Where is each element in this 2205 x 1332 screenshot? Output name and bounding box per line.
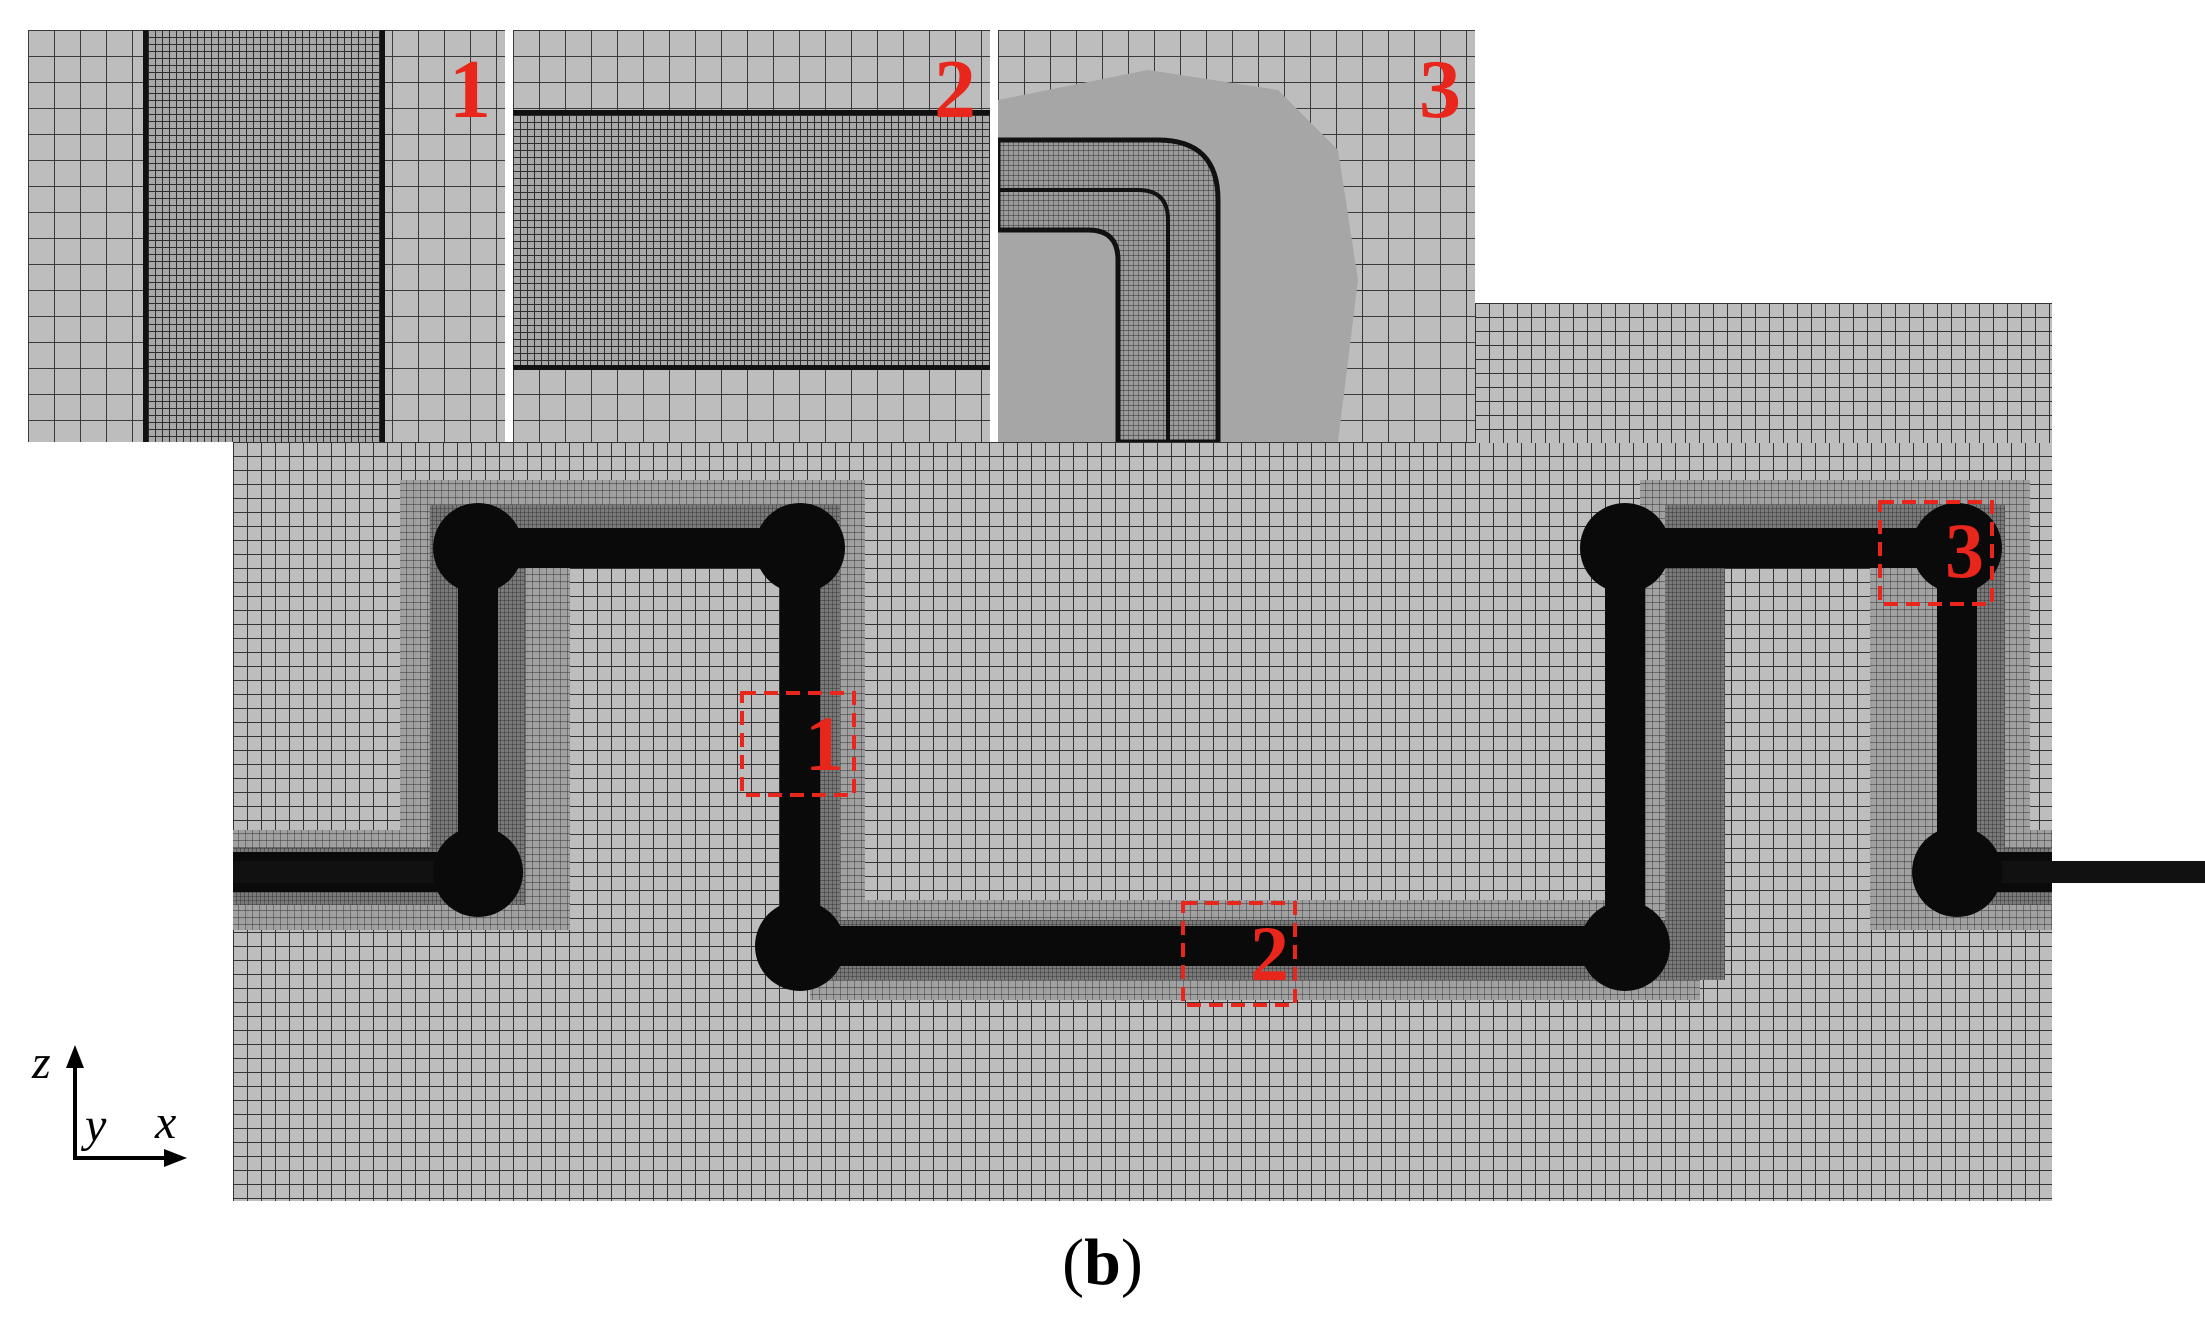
- x-axis-arrowhead: [164, 1149, 187, 1167]
- inset-3-bend: [998, 70, 1358, 442]
- inset-1-pipe: [143, 30, 385, 442]
- main-mesh-domain-upper-right: [1475, 303, 2052, 443]
- inset-panel-1: 1: [28, 30, 505, 442]
- inset-3-label: 3: [1419, 43, 1461, 136]
- axis-label-z: z: [32, 1036, 51, 1089]
- inset-1-label: 1: [449, 43, 491, 136]
- caption-open-paren: (: [1062, 1226, 1085, 1299]
- axis-label-x: x: [155, 1096, 177, 1149]
- inset-2-label: 2: [934, 43, 976, 136]
- main-mesh-domain: [233, 442, 2052, 1201]
- detail-box-2-label: 2: [1250, 910, 1289, 997]
- z-axis-arrowhead: [66, 1045, 84, 1068]
- detail-box-1-label: 1: [805, 700, 844, 787]
- caption-letter: b: [1084, 1226, 1121, 1299]
- caption-close-paren: ): [1120, 1226, 1143, 1299]
- axis-label-y: y: [85, 1099, 107, 1152]
- inset-2-pipe: [513, 110, 990, 370]
- detail-box-3-label: 3: [1945, 507, 1984, 594]
- inset-panel-2: 2: [513, 30, 990, 442]
- inset-panel-3: 3: [998, 30, 1475, 442]
- figure-caption: (b): [0, 1225, 2205, 1301]
